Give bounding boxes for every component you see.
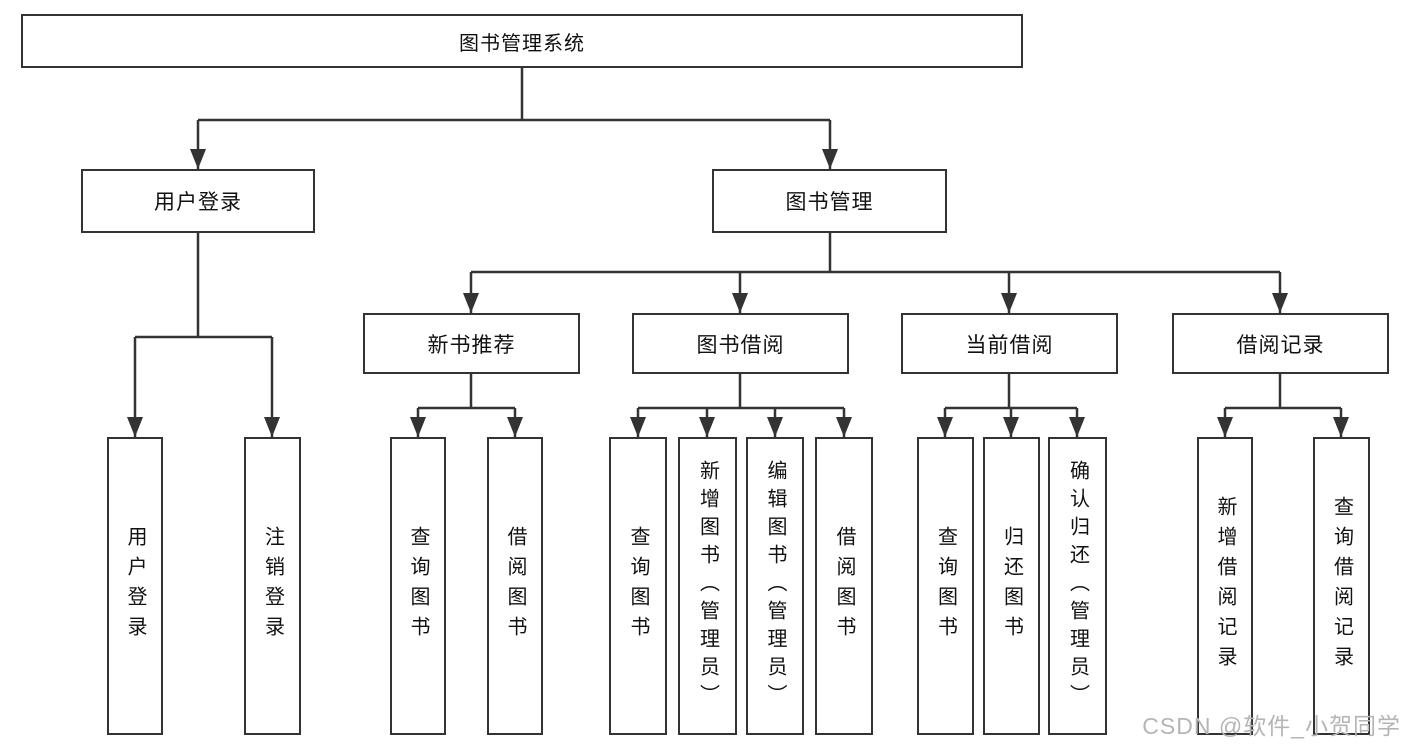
node-label: 借阅图书 — [833, 526, 855, 646]
connector-borrow-records-children — [1217, 374, 1349, 437]
node-leaf-add-borrow-record: 新增借阅记录 — [1197, 437, 1253, 735]
node-label: 借阅图书 — [504, 526, 526, 646]
node-label: 用户登录 — [154, 191, 242, 214]
node-leaf-query-borrow-record: 查询借阅记录 — [1313, 437, 1370, 735]
node-new-book-recommend: 新书推荐 — [363, 313, 580, 374]
node-book-borrow: 图书借阅 — [632, 313, 849, 374]
node-borrow-records: 借阅记录 — [1172, 313, 1389, 374]
node-leaf-add-book-admin: 新增图书（管理员） — [678, 437, 737, 735]
node-book-management: 图书管理 — [712, 169, 947, 233]
node-label: 查询借阅记录 — [1330, 496, 1353, 676]
node-label: 查询图书 — [627, 526, 649, 646]
node-label: 新增借阅记录 — [1214, 496, 1236, 676]
node-leaf-borrow-books-recommend: 借阅图书 — [487, 437, 543, 735]
connector-book-management-children — [463, 233, 1288, 313]
node-label: 新增图书（管理员） — [696, 460, 719, 712]
node-label: 图书管理 — [785, 191, 874, 214]
node-label: 用户登录 — [124, 526, 146, 646]
node-user-login: 用户登录 — [81, 169, 315, 233]
node-label: 图书管理系统 — [459, 32, 585, 55]
connector-user-login-children — [127, 233, 280, 437]
node-label: 图书借阅 — [696, 333, 785, 357]
node-leaf-confirm-return-admin: 确认归还（管理员） — [1048, 437, 1107, 735]
node-leaf-user-login: 用户登录 — [107, 437, 163, 735]
node-leaf-query-books-recommend: 查询图书 — [390, 437, 446, 735]
node-label: 新书推荐 — [427, 333, 516, 357]
node-label: 借阅记录 — [1236, 333, 1325, 357]
node-leaf-query-books-borrow: 查询图书 — [609, 437, 667, 735]
connector-root-to-level2 — [190, 68, 838, 169]
node-label: 编辑图书（管理员） — [764, 460, 786, 712]
csdn-watermark: CSDN @软件_小贺同学 — [1142, 713, 1401, 739]
node-leaf-query-books-current: 查询图书 — [917, 437, 974, 735]
node-label: 查询图书 — [407, 526, 429, 646]
node-label: 确认归还（管理员） — [1066, 460, 1089, 712]
connector-new-book-recommend-children — [410, 374, 523, 437]
connector-book-borrow-children — [630, 374, 852, 437]
node-leaf-edit-book-admin: 编辑图书（管理员） — [746, 437, 804, 735]
node-current-borrow: 当前借阅 — [901, 313, 1118, 374]
node-leaf-return-books: 归还图书 — [983, 437, 1040, 735]
node-label: 当前借阅 — [965, 333, 1054, 357]
node-label: 查询图书 — [934, 526, 957, 646]
node-label: 归还图书 — [1000, 526, 1023, 646]
node-leaf-logout: 注销登录 — [244, 437, 301, 735]
node-library-management-system: 图书管理系统 — [21, 14, 1023, 68]
connector-current-borrow-children — [937, 374, 1085, 437]
node-leaf-borrow-books: 借阅图书 — [815, 437, 873, 735]
node-label: 注销登录 — [261, 526, 284, 646]
